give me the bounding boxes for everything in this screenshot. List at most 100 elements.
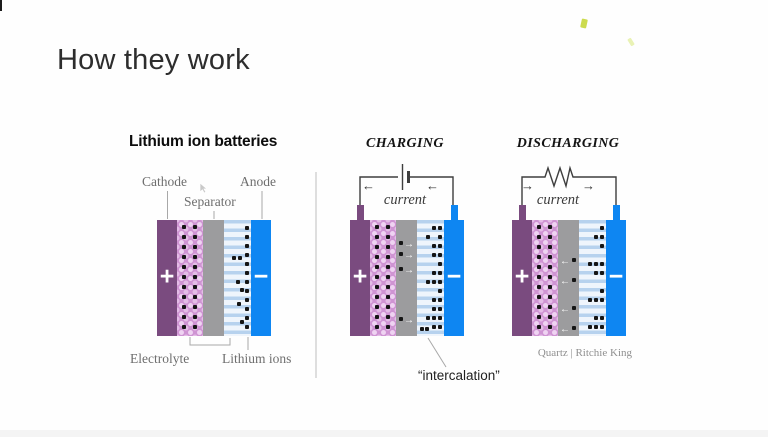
- lithium-ion-dot: [375, 225, 379, 229]
- lithium-ion-dot: [193, 255, 197, 259]
- separator-bar: →→→→: [396, 220, 417, 336]
- anode-label: Anode: [240, 174, 276, 189]
- electrolyte-anode-side: [224, 220, 251, 336]
- bottom-edge-strip: [0, 430, 768, 437]
- lithium-ion-dot: [425, 327, 429, 331]
- lithium-ion-dot: [193, 265, 197, 269]
- lithium-ion-dot: [375, 325, 379, 329]
- lithium-ion-dot: [193, 285, 197, 289]
- ion-flow-arrow: ←: [560, 256, 570, 267]
- lithium-ion-dot: [537, 255, 541, 259]
- minus-sign: −: [446, 262, 462, 291]
- lithium-ion-dot: [537, 305, 541, 309]
- lithium-ion-dot: [193, 225, 197, 229]
- lithium-ion-dot: [438, 253, 442, 257]
- page-title: How they work: [57, 44, 250, 76]
- lithium-ion-dot: [245, 307, 249, 311]
- lithium-ion-dot: [432, 253, 436, 257]
- electrolyte-anode-side: [417, 220, 444, 336]
- lithium-ion-dot: [193, 235, 197, 239]
- lithium-ion-dot: [572, 258, 576, 262]
- lithium-ion-dot: [548, 235, 552, 239]
- lithium-ion-dot: [600, 235, 604, 239]
- lithium-ion-dot: [548, 225, 552, 229]
- lithium-ion-dot: [399, 241, 403, 245]
- lithium-ion-dot: [193, 295, 197, 299]
- electrolyte-cathode-side: [177, 220, 203, 336]
- lithium-ion-dot: [537, 285, 541, 289]
- battery-diagram-discharging: +←←←←−: [512, 205, 626, 336]
- lithium-ion-dot: [594, 262, 598, 266]
- ion-flow-arrow: →: [404, 265, 414, 276]
- section-divider: [315, 172, 317, 378]
- anode-bar: −: [606, 220, 626, 336]
- lithium-ion-dot: [399, 252, 403, 256]
- ion-flow-arrow: →: [404, 250, 414, 261]
- lithium-ion-dot: [240, 288, 244, 292]
- lithium-ion-dot: [594, 325, 598, 329]
- lithium-ion-dot: [375, 285, 379, 289]
- lithium-ion-dot: [588, 262, 592, 266]
- lithium-ion-dot: [594, 316, 598, 320]
- lithium-ion-dot: [548, 295, 552, 299]
- lithium-ion-dot: [572, 278, 576, 282]
- lithium-ion-dot: [193, 305, 197, 309]
- lithium-ion-dot: [399, 317, 403, 321]
- lithium-ion-dot: [375, 255, 379, 259]
- lithium-ion-dot: [600, 325, 604, 329]
- discharging-title: DISCHARGING: [516, 136, 620, 151]
- lithium-ion-dot: [193, 325, 197, 329]
- lithium-ion-dot: [600, 289, 604, 293]
- lithium-ion-dot: [438, 235, 442, 239]
- lithium-ion-dot: [375, 295, 379, 299]
- lithium-ion-dot: [193, 315, 197, 319]
- lithium-ion-dot: [236, 280, 240, 284]
- lithium-ion-dot: [245, 289, 249, 293]
- lithium-ion-dot: [537, 295, 541, 299]
- plus-sign: +: [514, 262, 530, 291]
- lithium-ion-dot: [438, 289, 442, 293]
- lithium-ion-dot: [232, 256, 236, 260]
- mouse-cursor: [199, 182, 208, 194]
- lithium-ion-dot: [193, 245, 197, 249]
- lithium-ion-dot: [594, 298, 598, 302]
- lithium-ion-dot: [245, 235, 249, 239]
- lithium-ion-dot: [432, 325, 436, 329]
- lithium-ion-dot: [438, 244, 442, 248]
- lithium-ion-dot: [386, 255, 390, 259]
- minus-sign: −: [253, 262, 269, 291]
- separator-bar: [203, 220, 224, 336]
- lithium-ion-dot: [548, 315, 552, 319]
- current-label: current: [383, 192, 427, 208]
- lithium-ion-dot: [594, 235, 598, 239]
- lithium-ion-dot: [600, 271, 604, 275]
- separator-bar: ←←←←: [558, 220, 579, 336]
- attribution-credit: Quartz | Ritchie King: [537, 347, 632, 359]
- lithium-ion-dot: [600, 316, 604, 320]
- lithium-ion-dot: [182, 235, 186, 239]
- lithium-ion-dot: [375, 245, 379, 249]
- lithium-ion-dot: [426, 235, 430, 239]
- lithium-ion-dot: [426, 316, 430, 320]
- current-direction-arrow: ←: [426, 178, 439, 193]
- lithium-ion-dot: [588, 325, 592, 329]
- lithium-ion-dot: [438, 325, 442, 329]
- cathode-bar: +: [512, 220, 532, 336]
- lithium-ion-dot: [426, 280, 430, 284]
- lithium-ions-label: Lithium ions: [222, 351, 292, 366]
- lithium-ion-dot: [237, 302, 241, 306]
- lithium-ion-dot: [375, 275, 379, 279]
- lithium-ion-dot: [600, 262, 604, 266]
- lithium-ion-dot: [600, 298, 604, 302]
- lithium-ion-dot: [537, 265, 541, 269]
- current-label: current: [536, 192, 580, 208]
- current-direction-arrow: →: [582, 178, 595, 193]
- lithium-ion-dot: [572, 306, 576, 310]
- ion-flow-arrow: ←: [560, 276, 570, 287]
- lithium-ion-dot: [537, 235, 541, 239]
- minus-sign: −: [608, 262, 624, 291]
- anode-bar: −: [444, 220, 464, 336]
- lithium-ion-dot: [572, 326, 576, 330]
- lithium-ion-dot: [182, 315, 186, 319]
